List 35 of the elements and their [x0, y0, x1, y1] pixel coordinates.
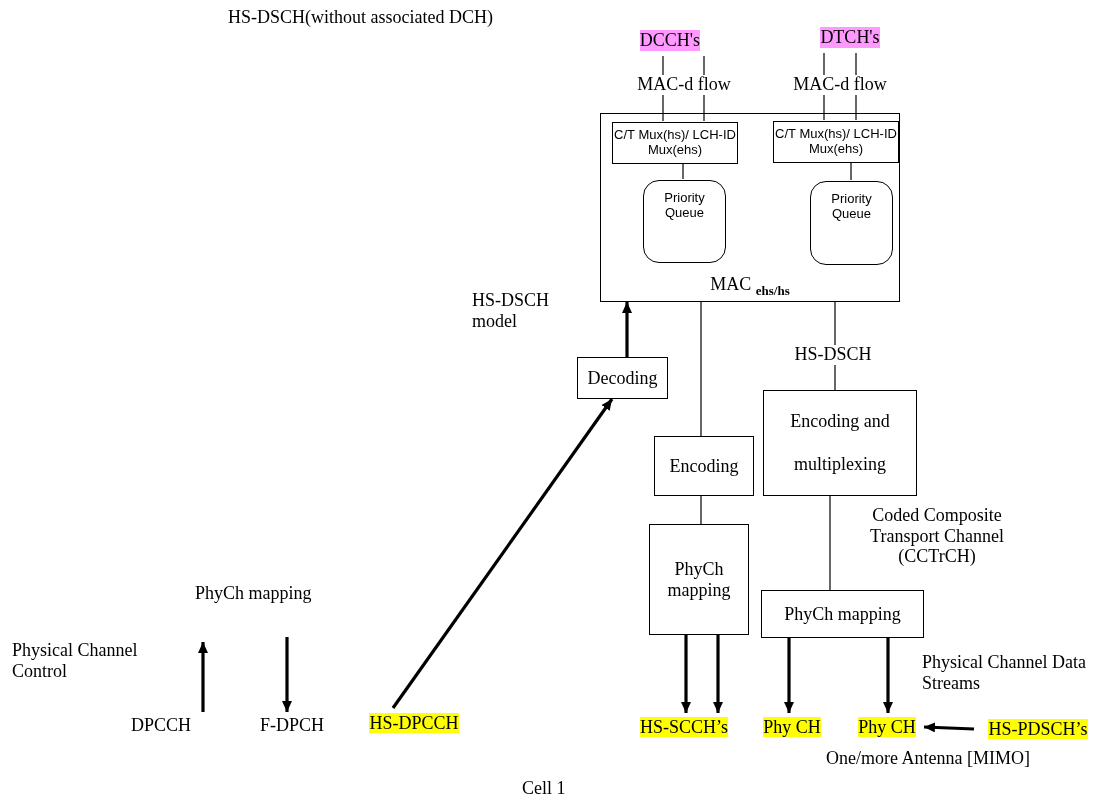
process-box: Encoding and multiplexing [763, 390, 917, 496]
process-box [600, 113, 900, 302]
block-title: MAC $_{ehs/hs}$ [709, 274, 791, 299]
arrow [784, 638, 794, 713]
diagram-title: HS-DSCH(without associated DCH) [228, 7, 493, 28]
annotation-text: Physical Channel Control [12, 640, 139, 682]
connector-line [700, 495, 702, 525]
connector-line [682, 162, 684, 180]
arrow [883, 638, 893, 713]
process-box: PhyCh mapping [761, 590, 924, 638]
arrow [923, 722, 975, 733]
channel-label: DPCCH [118, 712, 204, 738]
process-box: Encoding [654, 436, 754, 496]
process-box: C/T Mux(hs)/ LCH-ID Mux(ehs) [773, 121, 899, 163]
annotation-text: HS-DSCH model [472, 290, 551, 332]
process-box: Decoding [577, 357, 668, 399]
process-box: PhyCh mapping [649, 524, 749, 635]
connector-line [829, 495, 831, 591]
annotation-text: One/more Antenna [MIMO] [826, 748, 1031, 769]
annotation-text: PhyCh mapping [195, 583, 313, 604]
arrow [391, 398, 614, 709]
annotation-text: Physical Channel Data Streams [922, 652, 1087, 694]
arrow [198, 642, 208, 712]
channel-label: F-DPCH [248, 712, 336, 738]
connector-line [700, 301, 702, 437]
annotation-text: Coded Composite Transport Channel (CCTrCH) [869, 505, 1005, 568]
caption: Cell 1 [522, 778, 566, 799]
queue-box: Priority Queue [643, 180, 726, 263]
arrow [713, 635, 723, 713]
connector-line [850, 161, 852, 181]
queue-box: Priority Queue [810, 181, 893, 265]
arrow [681, 635, 691, 713]
arrow [282, 637, 292, 712]
arrow [622, 302, 632, 357]
process-box: C/T Mux(hs)/ LCH-ID Mux(ehs) [612, 122, 738, 164]
